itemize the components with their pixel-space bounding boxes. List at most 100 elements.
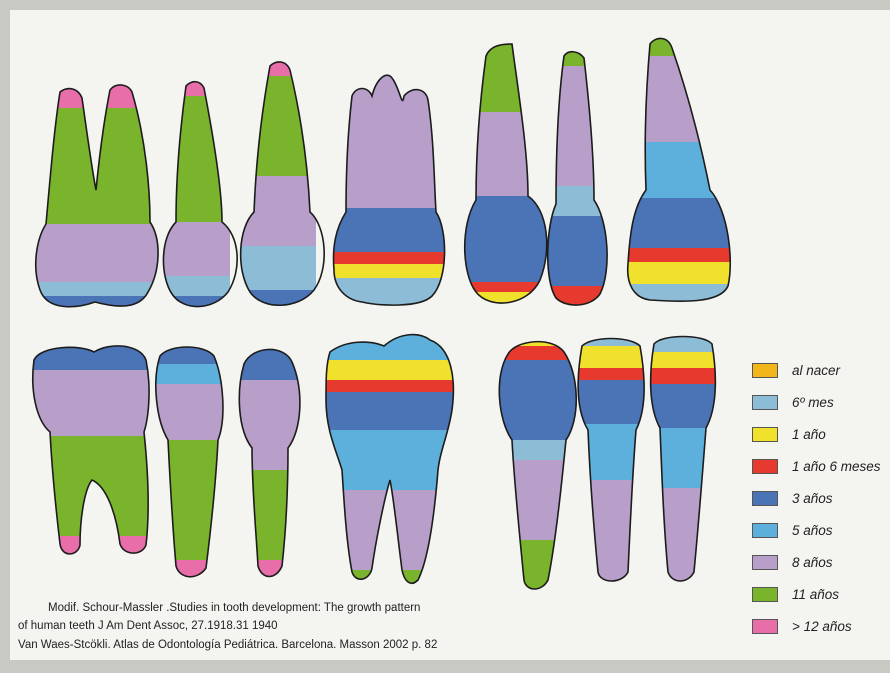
legend-label: > 12 años [792,619,852,634]
upper-molar-2 [330,70,450,308]
growth-band [540,48,620,66]
legend-item-8-anos: 8 años [752,552,833,572]
growth-band [28,436,153,536]
lower-molar-2 [320,330,460,590]
growth-band [30,80,170,110]
growth-band [490,440,590,460]
growth-band [574,424,654,480]
lower-canine [574,334,654,590]
growth-band [320,490,460,570]
legend-item-5-anos: 5 años [752,520,833,540]
legend-item-3-anos: 3 años [752,488,833,508]
legend-label: 3 años [792,491,833,506]
growth-band [490,332,590,346]
legend-label: 8 años [792,555,833,570]
legend-swatch [752,555,778,570]
growth-band [620,34,735,56]
growth-band [330,278,450,308]
growth-band [30,296,170,326]
growth-band [574,380,654,424]
legend-swatch [752,363,778,378]
growth-band [330,252,450,264]
lower-premolar-2 [150,340,230,585]
growth-band [540,216,620,286]
growth-band [574,334,654,346]
growth-band [648,384,724,428]
lower-premolar-round [490,332,590,590]
upper-canine [540,48,620,310]
legend-swatch [752,395,778,410]
legend-label: 6º mes [792,395,834,410]
growth-band [150,560,230,585]
growth-band [456,40,556,112]
legend-item-1-ano: 1 año [752,424,826,444]
growth-band [28,340,153,370]
upper-premolar-1 [236,58,324,310]
legend-item-al-nacer: al nacer [752,360,840,380]
legend-swatch [752,523,778,538]
legend-swatch [752,427,778,442]
growth-band [150,340,230,364]
growth-band [320,392,460,430]
growth-band [574,480,654,590]
growth-band [456,292,556,312]
growth-band [320,570,460,590]
growth-band [236,246,316,291]
growth-band [330,208,450,252]
legend-label: 11 años [792,587,839,602]
growth-band [620,248,735,262]
upper-premolar-2 [160,80,237,316]
growth-band [620,142,735,198]
upper-incisor [620,34,735,304]
growth-band [236,290,316,310]
growth-band [620,56,735,142]
caption-line-1: Modif. Schour-Massler .Studies in tooth … [48,602,608,614]
growth-band [490,460,590,540]
growth-band [30,224,170,284]
legend-label: 1 año [792,427,826,442]
growth-band [540,186,620,216]
legend-swatch [752,587,778,602]
legend-label: 1 año 6 meses [792,459,881,474]
growth-band [236,440,306,470]
upper-premolar-round [456,40,556,312]
legend-swatch [752,619,778,634]
growth-band [150,440,230,560]
caption-line-2: of human teeth J Am Dent Assoc, 27.1918.… [18,620,578,632]
growth-band [236,76,316,176]
growth-band [320,360,460,380]
legend-label: al nacer [792,363,840,378]
growth-band [236,58,316,76]
growth-band [574,368,654,380]
growth-band [160,96,230,222]
growth-band [648,428,724,488]
legend-swatch [752,491,778,506]
legend-item-6-mes: 6º mes [752,392,834,412]
growth-band [456,112,556,196]
growth-band [620,262,735,284]
growth-band [648,368,724,384]
legend-swatch [752,459,778,474]
upper-molar-1 [30,80,170,326]
growth-band [236,470,306,560]
legend-label: 5 años [792,523,833,538]
lower-molar-1 [28,340,153,561]
growth-band [320,380,460,392]
caption-line-3: Van Waes-Stcökli. Atlas de Odontología P… [18,639,578,651]
growth-band [28,370,153,436]
growth-band [236,560,306,585]
lower-premolar-1 [236,340,306,585]
legend-item-11-anos: 11 años [752,584,839,604]
legend-item-12-anos: > 12 años [752,616,852,636]
lower-incisor [648,332,724,588]
growth-band [28,536,153,561]
growth-band [540,66,620,186]
legend-item-1-ano-6-meses: 1 año 6 meses [752,456,881,476]
growth-band [648,488,724,588]
growth-band [150,384,230,440]
growth-band [330,264,450,278]
growth-band [648,352,724,368]
growth-band [490,540,590,590]
